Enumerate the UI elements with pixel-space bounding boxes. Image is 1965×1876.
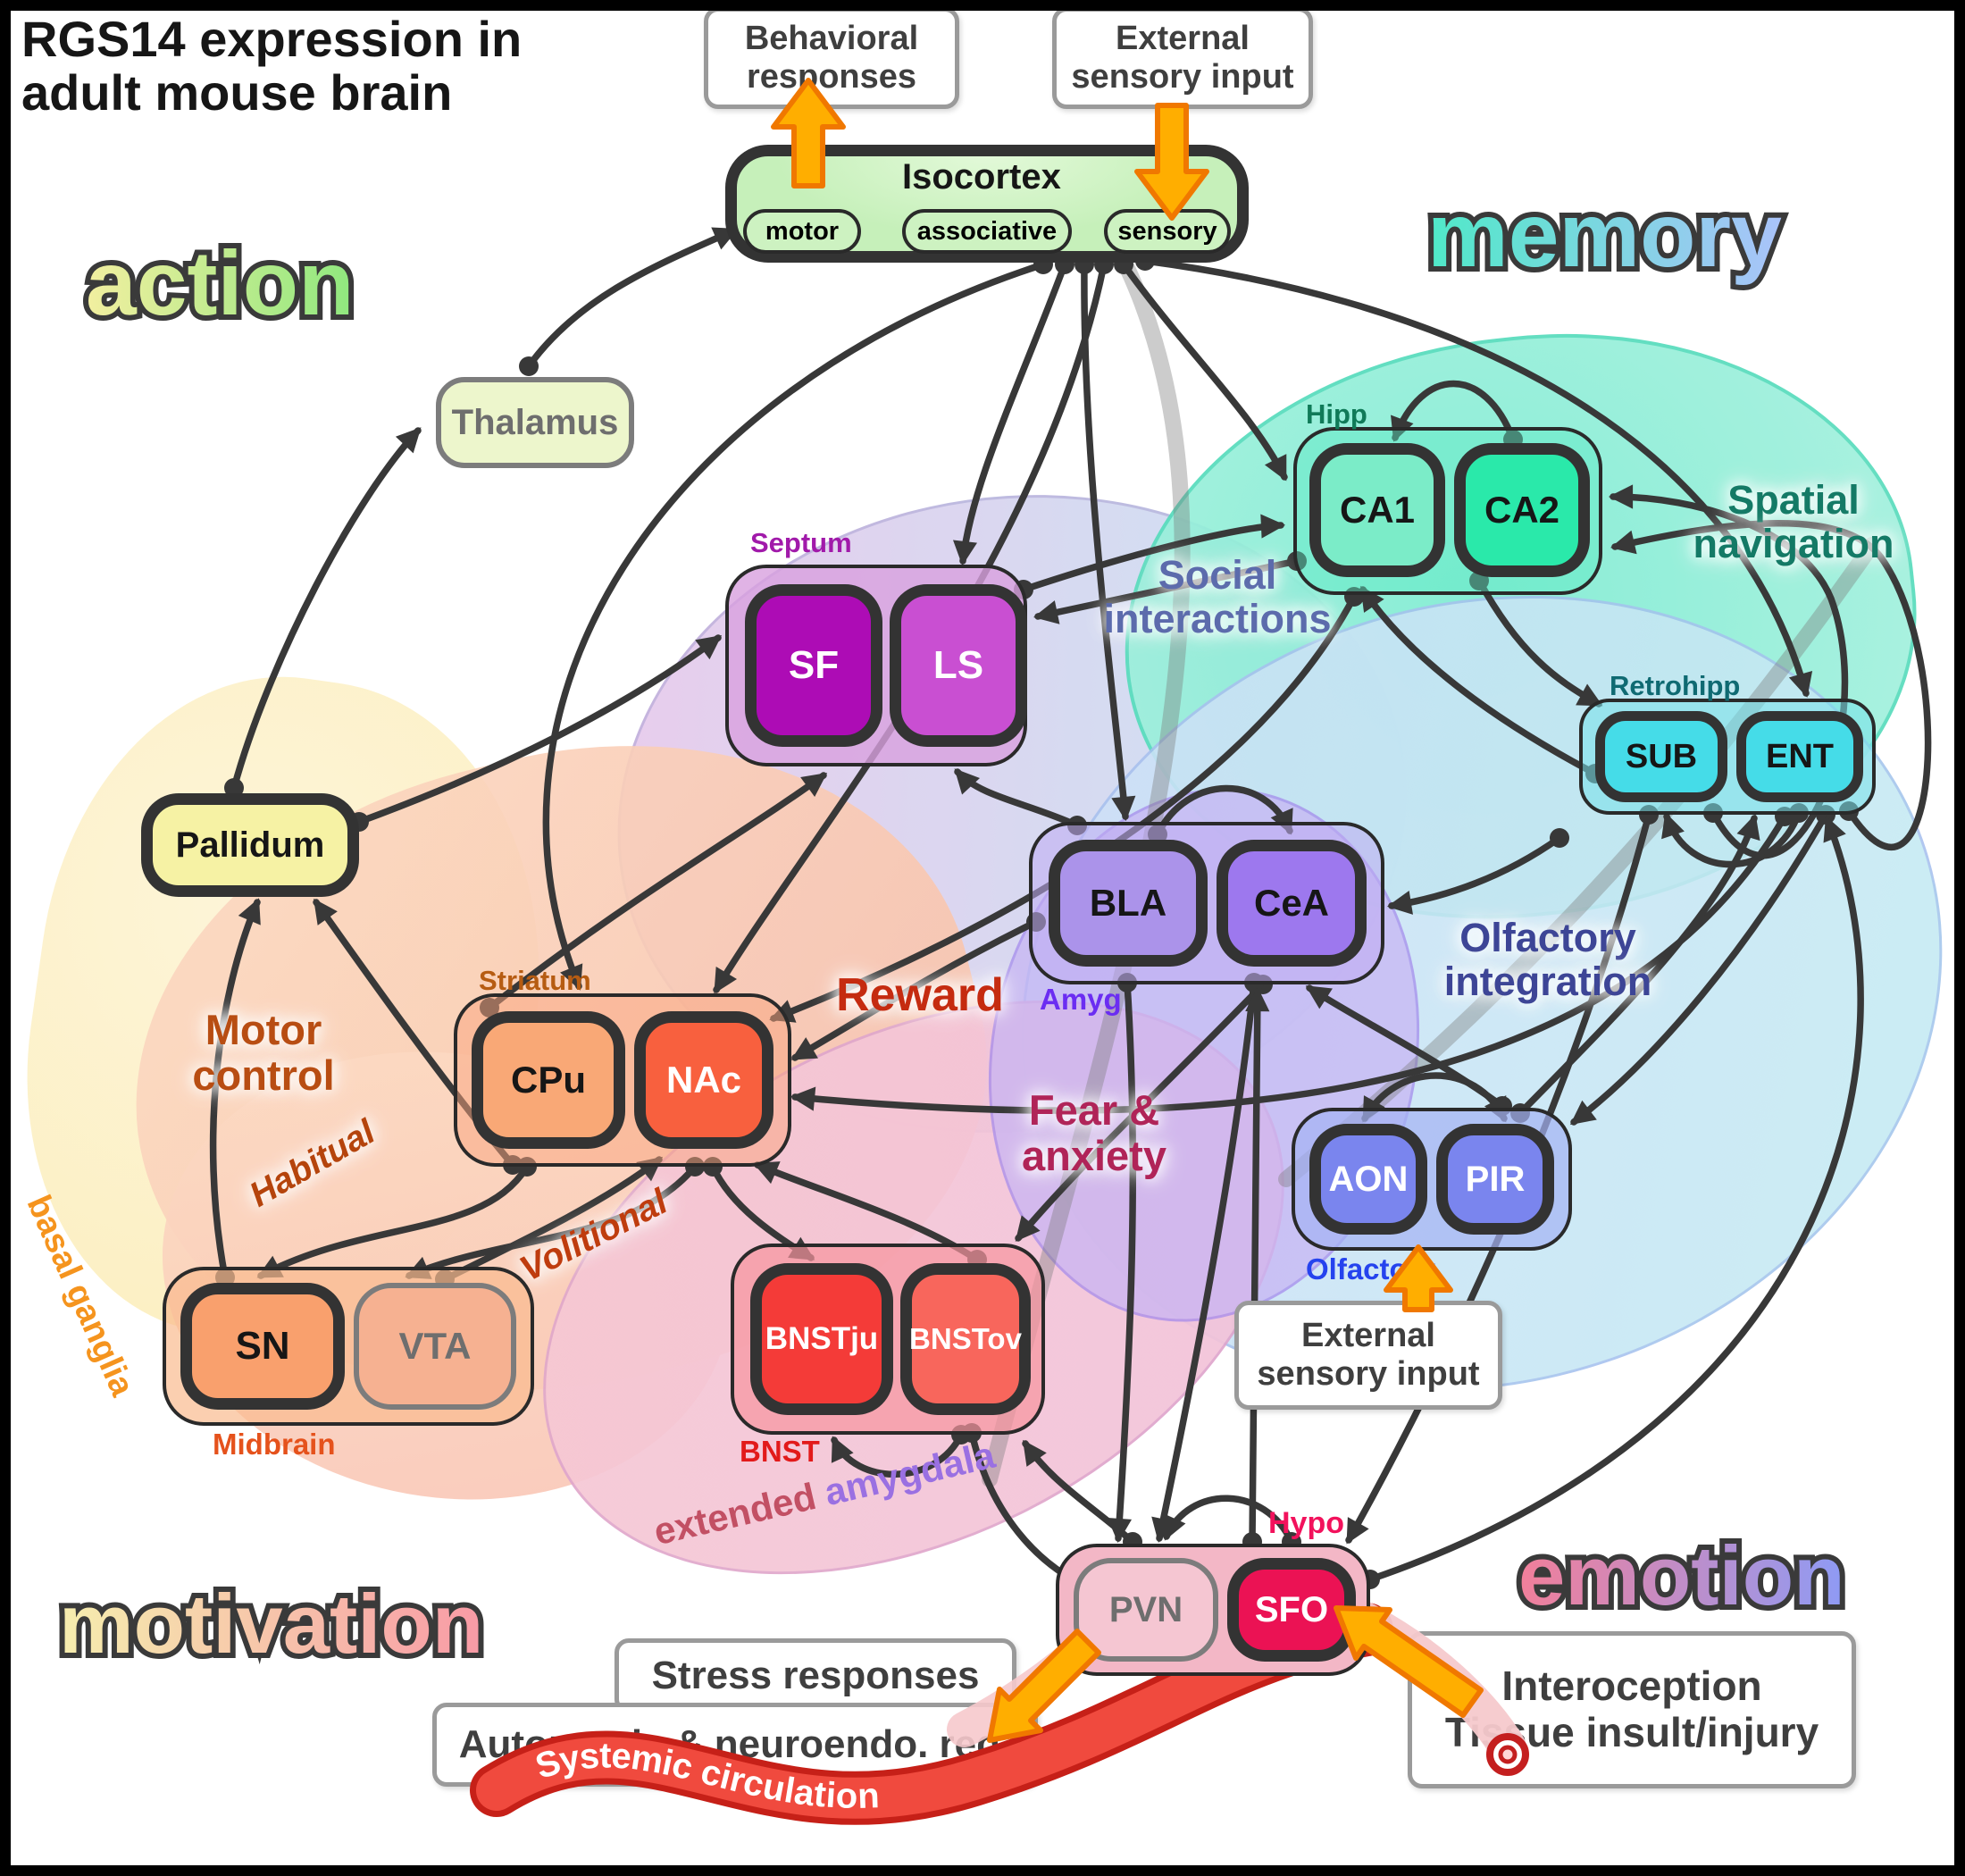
stress-responses-box: Stress responses xyxy=(615,1638,1016,1713)
reward-label: Reward xyxy=(836,969,1004,1021)
edge-source-dot-pallidum-to-thalamus xyxy=(224,778,244,798)
isocortex-associative-pill: associative xyxy=(902,209,1072,254)
domain-label-action: action xyxy=(86,232,354,334)
cea-box: CeA xyxy=(1217,840,1367,967)
motor-control-label: Motor control xyxy=(192,1006,335,1099)
nac-box: NAc xyxy=(634,1011,773,1149)
edge-sfo-to-cea xyxy=(1245,986,1270,1545)
edge-cea-to-pvn xyxy=(1151,979,1258,1543)
edge-isocortex-to-cpu xyxy=(542,261,1047,991)
arrow-external-input-to-sensory xyxy=(1134,103,1209,221)
external-sensory-input-olfactory-box: External sensory input xyxy=(1234,1301,1502,1410)
pvn-box: PVN xyxy=(1074,1558,1218,1662)
edge-ent-to-olfactory xyxy=(1569,811,1829,1126)
edge-aon-pir-loop xyxy=(1361,1072,1508,1123)
edge-ca1-to-ls xyxy=(1033,557,1300,624)
bla-box: BLA xyxy=(1049,840,1208,967)
sfo-box: SFO xyxy=(1227,1558,1356,1662)
ca2-box: CA2 xyxy=(1454,443,1590,577)
domain-label-emotion: emotion xyxy=(1518,1528,1845,1622)
edge-ent-to-ca2-loop xyxy=(1610,520,1932,851)
vta-box: VTA xyxy=(354,1283,516,1410)
pir-box: PIR xyxy=(1436,1124,1554,1235)
retrohipp-label: Retrohipp xyxy=(1610,670,1741,701)
edge-cpu-to-sn xyxy=(256,1163,531,1279)
arrow-external-input-to-olfactory xyxy=(1384,1244,1453,1312)
domain-label-motivation: motivation xyxy=(59,1577,483,1671)
arrow-interoception-to-sfo xyxy=(1334,1605,1484,1718)
arrow-isocortex-to-behavioral xyxy=(771,78,846,188)
isocortex-label: Isocortex xyxy=(902,157,1061,197)
fear-anxiety-label: Fear & anxiety xyxy=(1022,1086,1166,1179)
figure-title: RGS14 expression in adult mouse brain xyxy=(21,11,523,121)
edge-sub-to-ca2-loop xyxy=(1608,484,1849,859)
edge-bla-to-pvn xyxy=(1107,979,1137,1544)
sn-box: SN xyxy=(180,1283,345,1410)
aon-box: AON xyxy=(1309,1124,1427,1235)
isocortex-motor-pill: motor xyxy=(743,209,861,254)
edge-pir-to-ent xyxy=(1517,814,1760,1117)
amyg-label: Amyg xyxy=(1040,983,1122,1016)
edge-sub-to-ca1 xyxy=(1359,585,1599,777)
spatial-navigation-label: Spatial navigation xyxy=(1693,477,1894,566)
edge-isocortex-to-ca1 xyxy=(1120,261,1288,482)
edge-bla-to-cea-loop xyxy=(1154,784,1293,838)
edge-vta-to-nac xyxy=(441,1156,664,1283)
behavioral-responses-box: Behavioral responses xyxy=(704,7,959,109)
bnst-label: BNST xyxy=(740,1435,820,1468)
pallidum-box: Pallidum xyxy=(141,793,359,897)
sf-box: SF xyxy=(745,584,882,747)
sub-box: SUB xyxy=(1595,711,1727,802)
septum-label: Septum xyxy=(750,527,852,558)
edge-nac-to-vta xyxy=(405,1163,698,1279)
midbrain-label: Midbrain xyxy=(213,1428,336,1461)
olfactory-integration-label: Olfactory integration xyxy=(1443,915,1652,1004)
edge-source-dot-thalamus-to-motor xyxy=(519,356,539,376)
edge-sfo-to-ent xyxy=(1367,816,1864,1583)
edge-pallidum-to-septum xyxy=(355,634,723,825)
bnstov-box: BNSTov xyxy=(900,1263,1031,1415)
edge-ca2-to-ca1-loop xyxy=(1391,380,1517,443)
edge-ls-to-ca1 xyxy=(1020,514,1286,593)
hypo-label: Hypo xyxy=(1268,1506,1344,1540)
domain-label-memory: memory xyxy=(1427,184,1782,286)
hipp-label: Hipp xyxy=(1306,398,1367,430)
edge-sn-to-pallidum xyxy=(209,898,261,1281)
edge-bla-to-ls xyxy=(954,768,1081,829)
edge-bnstov-to-bnstju-loop xyxy=(831,1431,965,1478)
edge-isocortex-to-ls xyxy=(952,261,1068,566)
cpu-box: CPu xyxy=(472,1011,625,1149)
edge-isocortex-to-ent xyxy=(1141,257,1813,698)
bnstju-box: BNSTju xyxy=(750,1263,893,1415)
ca1-box: CA1 xyxy=(1309,443,1445,577)
arrow-pvn-to-stress-responses xyxy=(987,1629,1101,1743)
edge-ca2-to-sub xyxy=(1476,577,1603,708)
edge-thalamus-to-motor xyxy=(525,227,739,370)
edge-cpu-to-sf xyxy=(486,772,828,1011)
external-sensory-input-top-box: External sensory input xyxy=(1052,7,1313,109)
edge-sub-to-cea xyxy=(1386,834,1563,915)
edge-bla-to-nac xyxy=(790,918,1040,1061)
edge-source-dot-sub-to-cea xyxy=(1550,828,1569,848)
edge-sfo-to-pvn-loop xyxy=(1163,1495,1295,1545)
ls-box: LS xyxy=(890,584,1027,747)
thalamus-box: Thalamus xyxy=(436,377,634,468)
ent-box: ENT xyxy=(1736,711,1863,802)
social-interactions-label: Social interactions xyxy=(1103,552,1332,641)
edge-pallidum-to-thalamus xyxy=(230,427,422,791)
